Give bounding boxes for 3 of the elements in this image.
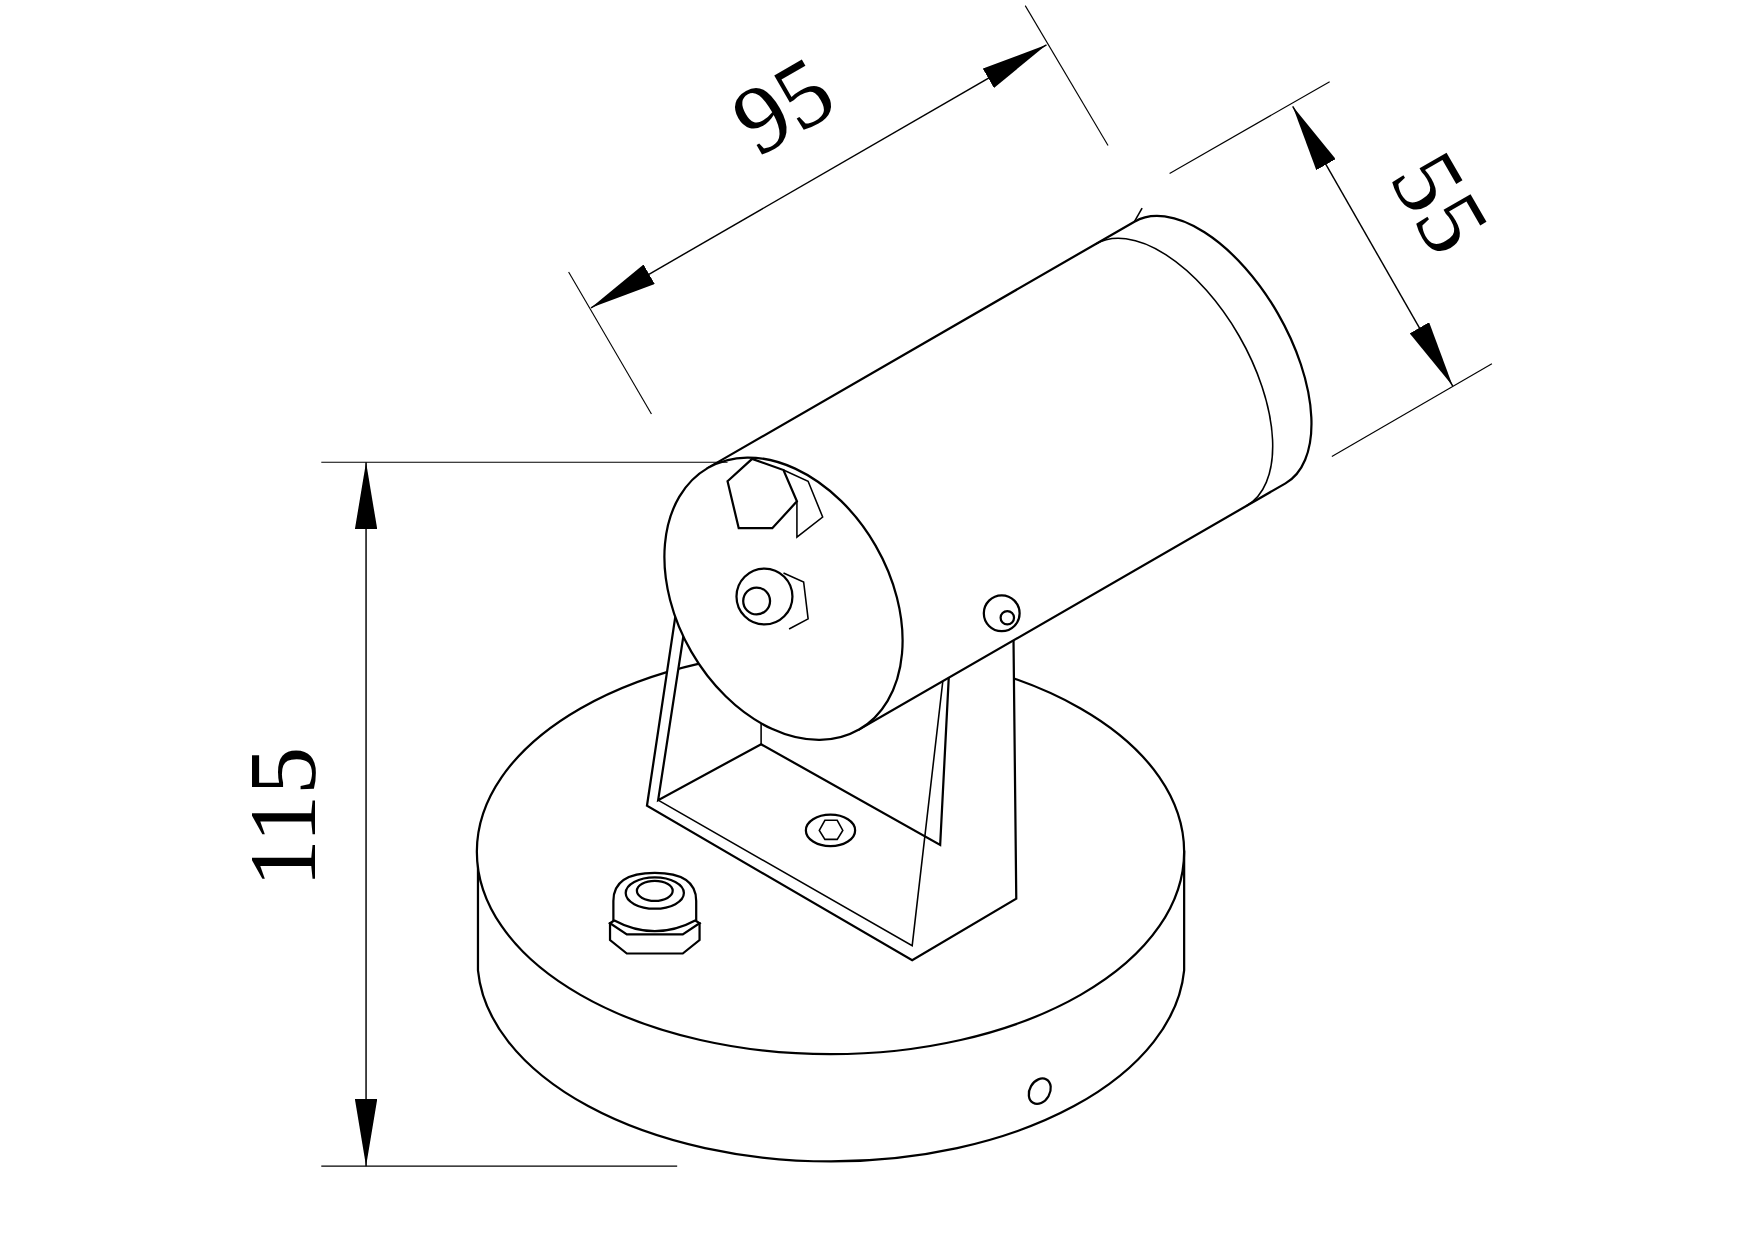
- dimension-value: 115: [235, 746, 331, 888]
- dimension-value: 95: [717, 40, 849, 172]
- dimension-value: 55: [1374, 137, 1506, 269]
